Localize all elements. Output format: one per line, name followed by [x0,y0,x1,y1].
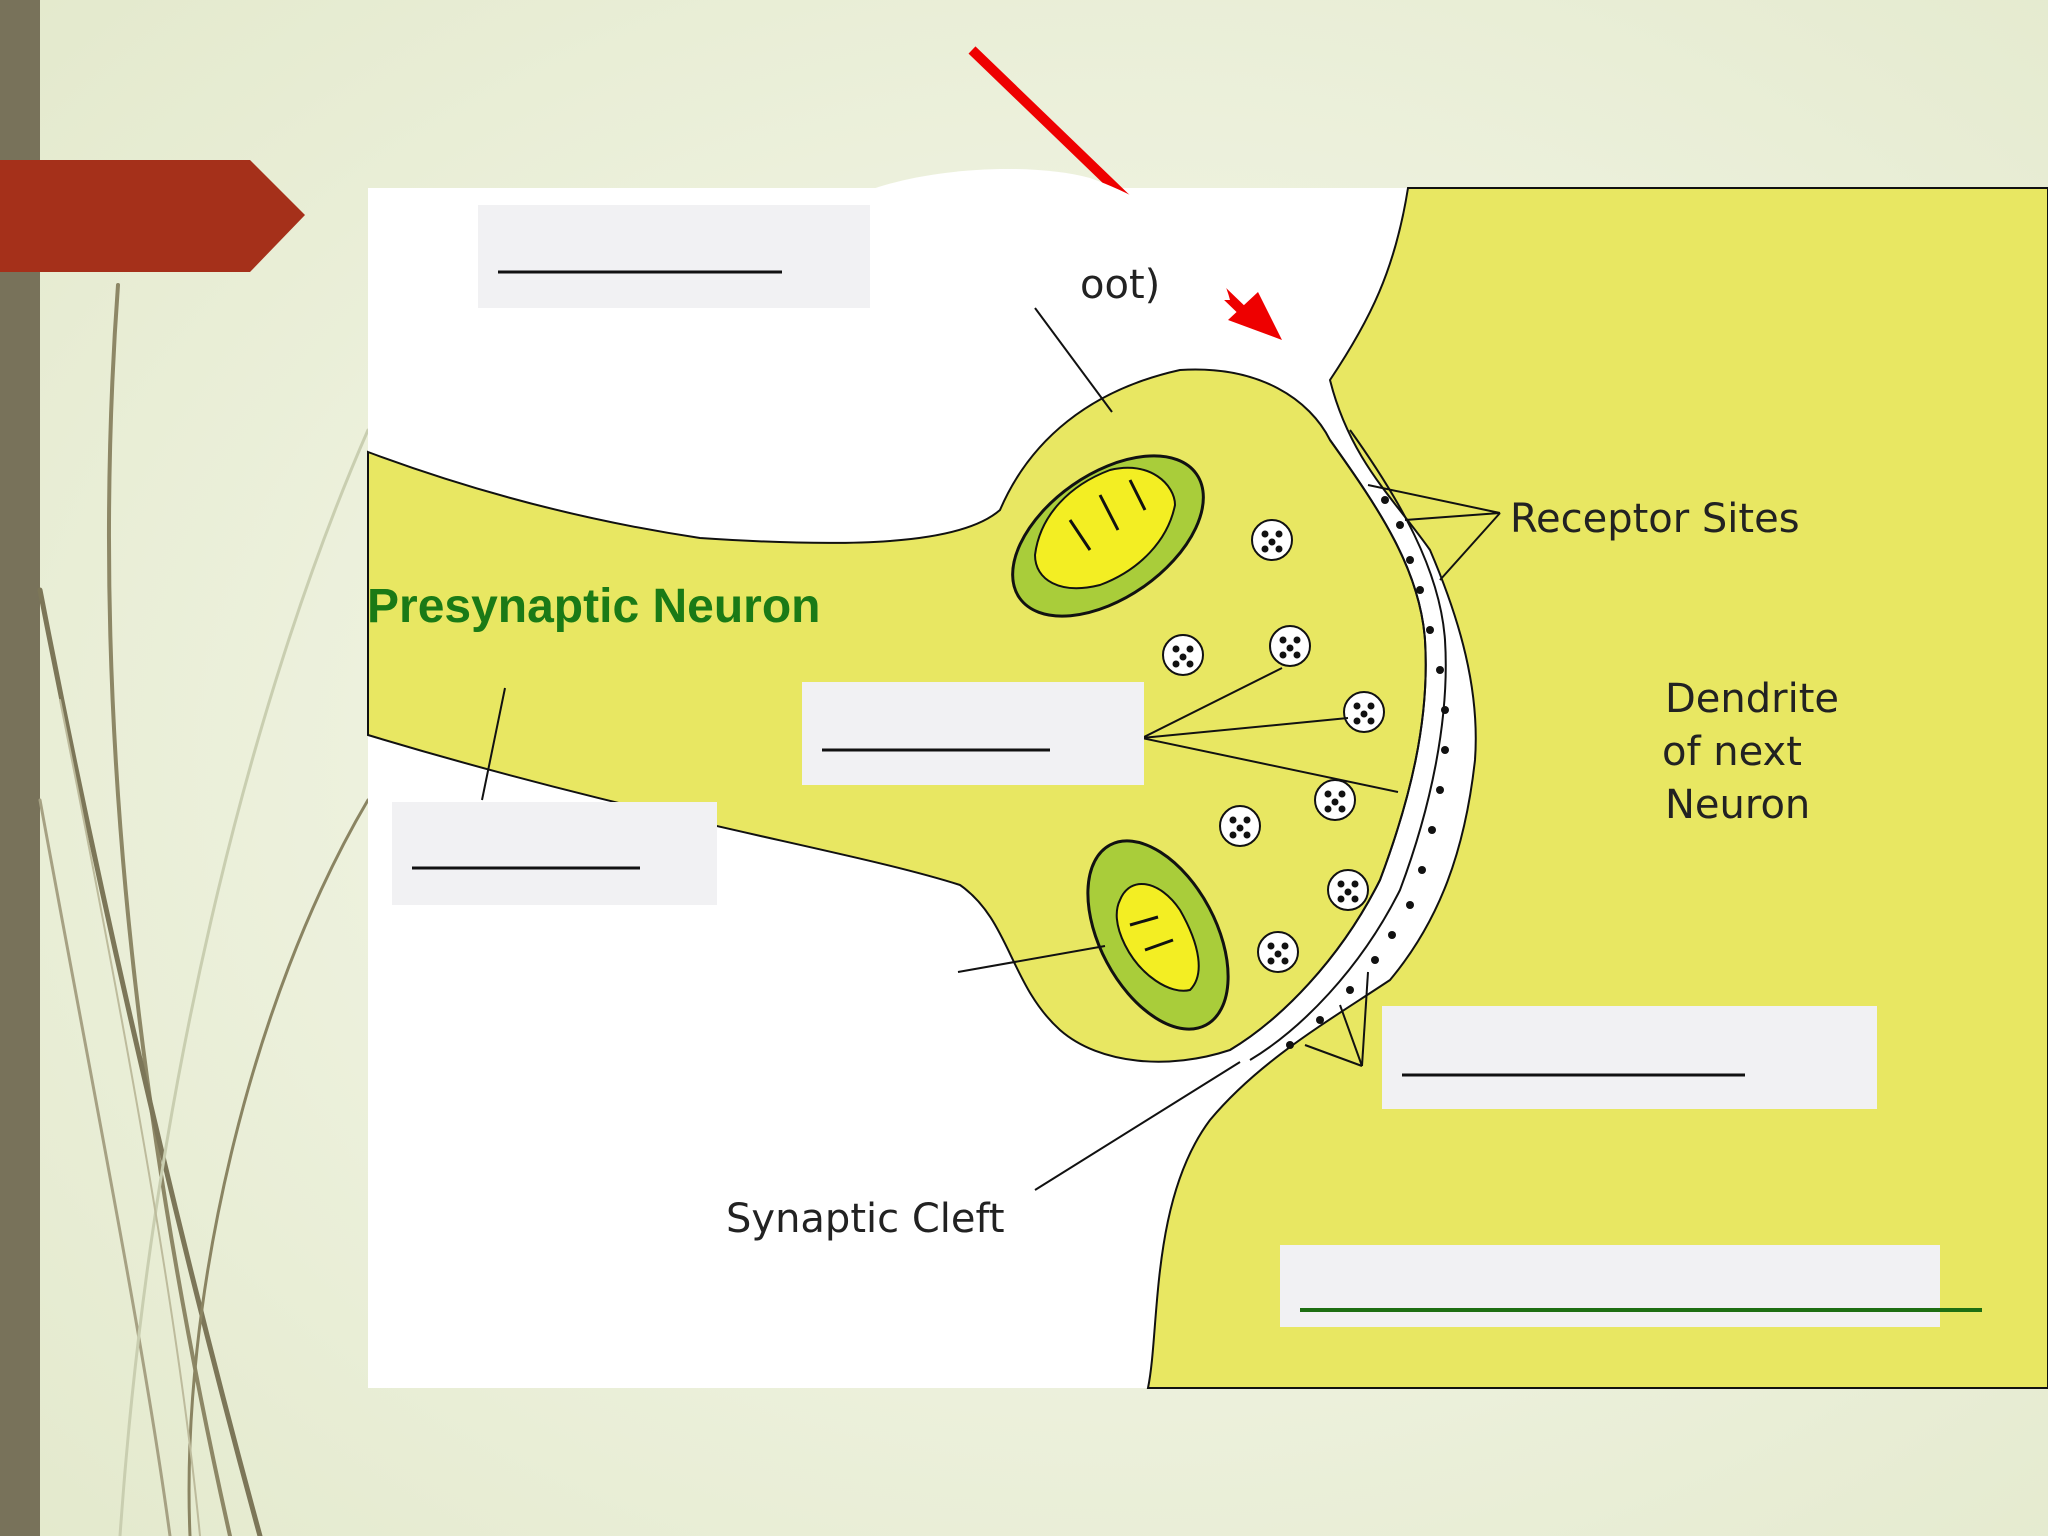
synaptic-gap-membrane [1229,429,1447,1061]
blank-label-box-axon[interactable] [392,802,717,905]
receptor-dot-9 [1418,866,1426,874]
receptor-dot-8 [1428,826,1436,834]
receptor-dot-12 [1371,956,1379,964]
receptor-dot-10 [1406,901,1414,909]
vesicle-8 [1257,931,1299,973]
vesicle-4 [1343,691,1385,733]
receptor-dot-7 [1436,786,1444,794]
vesicle-2 [1162,634,1204,676]
blank-box [392,802,717,905]
receptor-dot-2 [1416,586,1424,594]
receptor-sites-label: Receptor Sites [1510,496,1800,542]
receptor-dot-15 [1286,1041,1294,1049]
dendrite-label-line2: of next [1662,729,1802,775]
blank-label-box-terminal[interactable] [478,205,870,308]
title-marker-arrow [0,160,305,272]
receptor-dot-16 [1396,521,1404,529]
blank-box [1382,1006,1877,1109]
mitochondrion-upper [1011,454,1205,618]
synaptic-cleft-label: Synaptic Cleft [726,1196,1005,1242]
receptor-dot-5 [1441,706,1449,714]
label-mask [870,168,1230,300]
blank-box [478,205,870,308]
receptor-dots [1286,496,1449,1049]
receptor-dot-3 [1426,626,1434,634]
receptor-dot-14 [1316,1016,1324,1024]
blank-label-box-neurotransmitter[interactable] [1382,1006,1877,1109]
blank-label-box-vesicle[interactable] [802,682,1144,785]
terminal-label-partial: oot) [1080,262,1160,308]
receptor-dot-1 [1406,556,1414,564]
blank-box [1280,1245,1940,1327]
decorative-curves [37,283,370,1536]
synaptic-vesicles [1162,519,1385,973]
vesicle-7 [1327,869,1369,911]
pointer-lines [481,307,1501,1191]
vesicle-1 [1251,519,1293,561]
presynaptic-neuron-label: Presynaptic Neuron [367,580,820,633]
receptor-dot-17 [1381,496,1389,504]
dendrite-label-line3: Neuron [1665,782,1810,828]
receptor-dot-11 [1388,931,1396,939]
receptor-dot-6 [1441,746,1449,754]
dendrite-label-line1: Dendrite [1665,676,1839,722]
receptor-dot-13 [1346,986,1354,994]
vesicle-6 [1219,805,1261,847]
blank-label-box-postsynaptic[interactable] [1280,1245,1982,1327]
vesicle-3 [1269,625,1311,667]
blank-box [802,682,1144,785]
vesicle-5 [1314,779,1356,821]
receptor-dot-4 [1436,666,1444,674]
mitochondrion-lower [1086,839,1230,1031]
